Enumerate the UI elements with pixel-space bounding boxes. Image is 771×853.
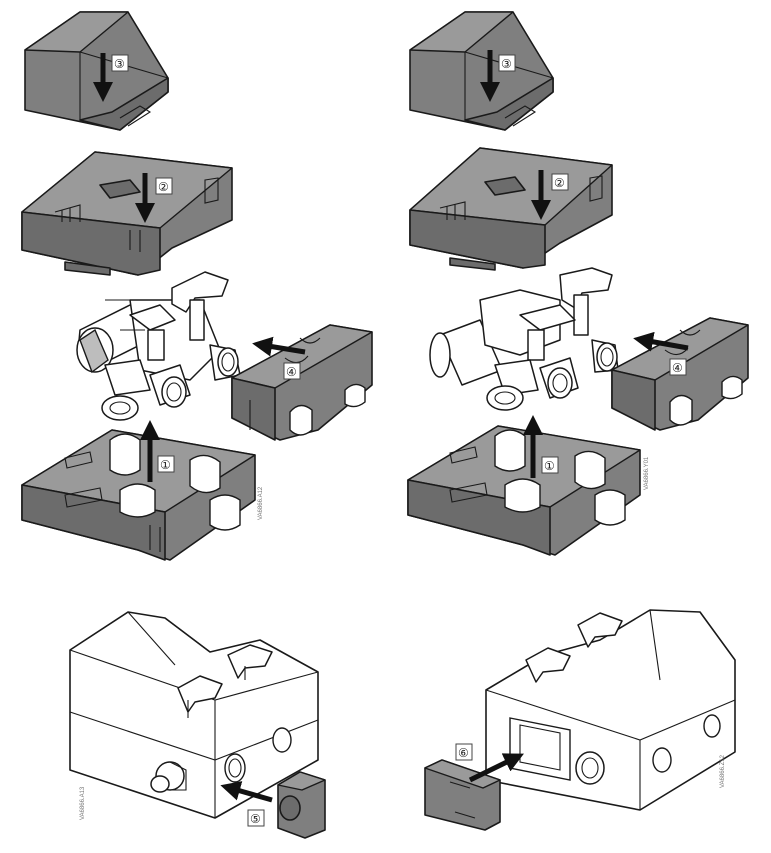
- valve-assembly: [429, 267, 619, 411]
- base-insulation-part: [21, 429, 256, 561]
- top-cover-part: [409, 11, 554, 131]
- arrow-step-5: [220, 781, 273, 803]
- side-insulation-part: [231, 324, 373, 441]
- valve-assembly: [76, 271, 241, 421]
- figure-code: VA6866.Z12: [720, 754, 726, 788]
- panel-bottom-left: ⑤ VA6866.A13: [69, 611, 326, 839]
- arrow-step-6: [468, 753, 524, 783]
- step-3-tag: [498, 54, 516, 72]
- arrow-step-4: [633, 331, 689, 352]
- step-2-label: ②: [158, 180, 169, 194]
- step-4-label: ④: [672, 361, 683, 375]
- step-1-label: ①: [544, 459, 555, 473]
- step-3-tag: [111, 54, 129, 72]
- step-3-label: ③: [501, 57, 512, 71]
- step-4-tag: [669, 358, 687, 376]
- assembled-unit: [485, 609, 736, 811]
- step-5-label: ⑤: [250, 812, 261, 826]
- assembled-unit: [69, 611, 319, 819]
- step-1-label: ①: [160, 458, 171, 472]
- step-5-tag: [247, 809, 265, 827]
- step-2-label: ②: [554, 176, 565, 190]
- arrow-step-4: [252, 336, 306, 357]
- cover-plate-part: [277, 771, 326, 839]
- step-1-tag: [541, 456, 559, 474]
- step-4-tag: [283, 362, 301, 380]
- step-4-label: ④: [286, 365, 297, 379]
- step-1-tag: [157, 455, 175, 473]
- panel-top-left: ③ ②: [21, 11, 373, 561]
- insulation-upper-part: [409, 147, 613, 271]
- figure-code: VA6866.A12: [258, 486, 264, 520]
- panel-bottom-right: ⑥ VA6866.Z12: [424, 609, 736, 831]
- figure-code: VA6866.Y01: [644, 456, 650, 490]
- base-insulation-part: [407, 425, 641, 556]
- step-6-label: ⑥: [458, 746, 469, 760]
- cover-plate-part: [424, 759, 501, 831]
- insulation-upper-part: [21, 151, 233, 276]
- step-6-tag: [455, 743, 473, 761]
- step-3-label: ③: [114, 57, 125, 71]
- step-2-tag: [551, 173, 569, 191]
- top-cover-part: [24, 11, 169, 131]
- panel-top-right: ③ ②: [407, 11, 749, 556]
- step-2-tag: [155, 177, 173, 195]
- figure-code: VA6866.A13: [80, 786, 86, 820]
